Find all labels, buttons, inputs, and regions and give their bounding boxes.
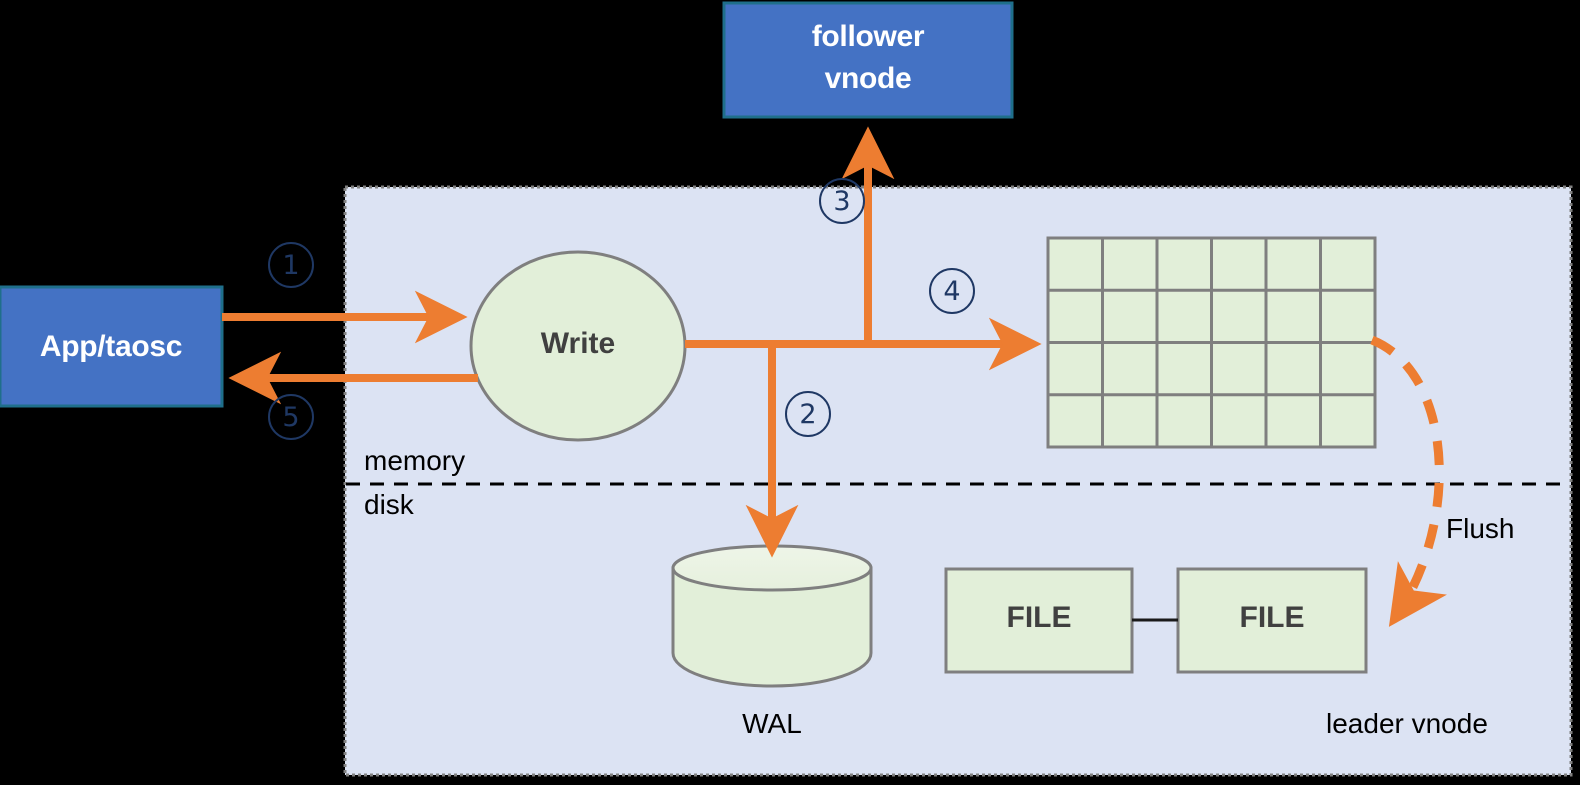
file-box-2-label: FILE bbox=[1239, 601, 1305, 634]
step-marker-3: 3 bbox=[819, 178, 865, 224]
follower-vnode-box[interactable] bbox=[722, 1, 1014, 119]
flush-label: Flush bbox=[1446, 513, 1515, 544]
wal-cylinder[interactable] bbox=[671, 544, 873, 688]
disk-label: disk bbox=[364, 489, 414, 520]
memory-label: memory bbox=[364, 445, 466, 476]
step-marker-2: 2 bbox=[785, 391, 831, 437]
file-box-1[interactable] bbox=[944, 567, 1134, 674]
step-marker-1: 1 bbox=[268, 242, 314, 288]
app-taosc-box[interactable] bbox=[0, 285, 224, 408]
step-marker-5: 5 bbox=[268, 394, 314, 440]
file-box-1-label: FILE bbox=[1006, 601, 1072, 634]
arrow-flush bbox=[1370, 335, 1447, 627]
memtable-grid[interactable] bbox=[1046, 236, 1377, 449]
write-node-label: Write bbox=[540, 327, 616, 360]
step-marker-4: 4 bbox=[929, 268, 975, 314]
leader-vnode-caption: leader vnode bbox=[1326, 708, 1488, 739]
follower-vnode-label-line2: vnode bbox=[824, 62, 912, 95]
wal-label: WAL bbox=[742, 708, 802, 739]
file-box-2[interactable] bbox=[1176, 567, 1368, 674]
app-taosc-label: App/taosc bbox=[39, 330, 183, 363]
follower-vnode-label-line1: follower bbox=[811, 20, 925, 53]
